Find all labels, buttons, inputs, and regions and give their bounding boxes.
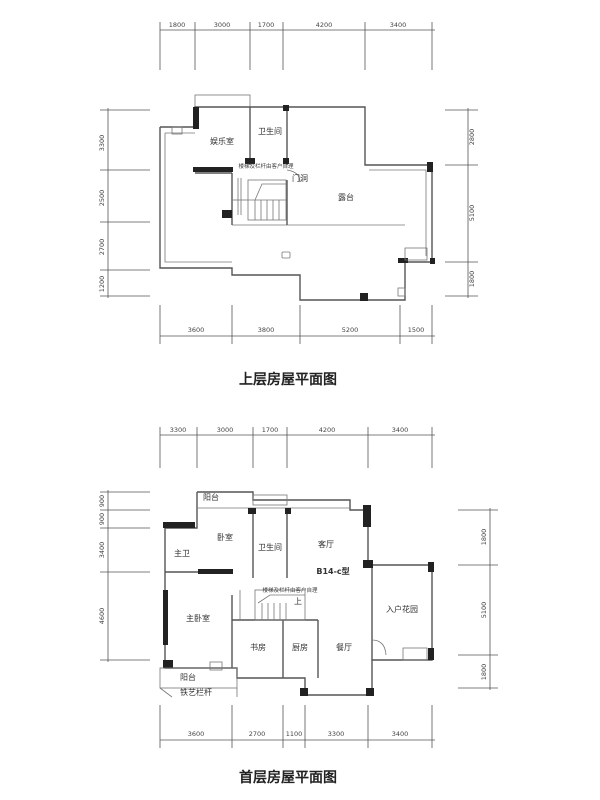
upper-bathroom: 卫生间 [258,126,282,136]
lower-bottom-dimensions: 3600 2700 1100 3300 3400 [159,705,435,748]
upper-left-dim-4: 1200 [98,276,106,293]
lower-bottom-dim-1: 3600 [188,730,205,738]
lower-bottom-dim-5: 3400 [392,730,409,738]
lower-left-dim-1: 900 [98,495,106,507]
upper-bottom-dim-1: 3600 [188,326,205,334]
upper-right-dim-2: 5100 [468,205,476,222]
lower-living-room: 客厅 [318,539,334,549]
upper-left-dim-2: 2500 [98,190,106,207]
lower-kitchen: 厨房 [292,642,308,652]
upper-terrace: 露台 [338,192,354,202]
lower-floor-title: 首层房屋平面图 [239,769,337,786]
lower-entry-garden: 入户花园 [386,604,418,614]
lower-bathroom: 卫生间 [258,542,282,552]
lower-top-dim-4: 4200 [319,426,336,434]
upper-walls [159,94,435,301]
lower-bedroom: 卧室 [217,532,233,542]
lower-master-bath: 主卫 [174,548,190,558]
upper-left-dim-3: 2700 [98,239,106,256]
upper-left-dimensions: 3300 2500 2700 1200 [98,108,150,298]
lower-top-dim-3: 1700 [262,426,279,434]
lower-study: 书房 [250,642,266,652]
lower-top-dim-1: 3300 [170,426,187,434]
lower-balcony-top: 阳台 [203,492,219,502]
upper-right-dim-1: 2800 [468,129,476,146]
upper-top-dim-1: 1800 [169,21,186,29]
lower-iron-railing: 铁艺栏杆 [180,687,212,697]
lower-up-label: 上 [294,597,302,606]
lower-right-dimensions: 1800 5100 1800 [458,508,498,690]
lower-right-dim-1: 1800 [480,529,488,546]
lower-right-dim-3: 1800 [480,664,488,681]
lower-stair-note: 楼梯及栏杆由客户自理 [262,586,318,594]
upper-stair-note: 楼梯及栏杆由客户自理 [238,162,294,170]
lower-left-dim-2: 900 [98,513,106,525]
upper-floor-title: 上层房屋平面图 [239,371,337,388]
lower-top-dim-5: 3400 [392,426,409,434]
upper-right-dimensions: 2800 5100 1800 [445,108,478,298]
upper-bottom-dimensions: 3600 3800 5200 1500 [159,305,435,344]
upper-bottom-dim-3: 5200 [342,326,359,334]
lower-left-dim-4: 4600 [98,608,106,625]
lower-type-label: B14-c型 [316,566,349,576]
lower-walls [159,491,434,698]
upper-top-dimensions: 1800 3000 1700 4200 3400 [159,21,435,70]
upper-bottom-dim-2: 3800 [258,326,275,334]
lower-balcony-bottom: 阳台 [180,672,196,682]
lower-top-dim-2: 3000 [217,426,234,434]
lower-top-dimensions: 3300 3000 1700 4200 3400 [159,426,435,468]
upper-floor-plan: 1800 3000 1700 4200 3400 3300 2500 2700 … [98,21,478,388]
lower-bottom-dim-4: 3300 [328,730,345,738]
lower-dining-room: 餐厅 [336,643,352,652]
lower-left-dimensions: 900 900 3400 4600 [98,490,150,662]
upper-top-dim-3: 1700 [258,21,275,29]
upper-top-dim-4: 4200 [316,21,333,29]
upper-bottom-dim-4: 1500 [408,326,425,334]
lower-floor-plan: 3300 3000 1700 4200 3400 900 900 3400 46… [98,426,498,786]
lower-left-dim-3: 3400 [98,542,106,559]
lower-master-bedroom: 主卧室 [186,613,210,623]
lower-right-dim-2: 5100 [480,602,488,619]
upper-top-dim-5: 3400 [390,21,407,29]
upper-opening: 门洞 [292,173,308,183]
upper-top-dim-2: 3000 [214,21,231,29]
upper-right-dim-3: 1800 [468,271,476,288]
lower-bottom-dim-2: 2700 [249,730,266,738]
lower-bottom-dim-3: 1100 [286,730,303,738]
upper-entertainment-room: 娱乐室 [210,136,234,146]
upper-left-dim-1: 3300 [98,135,106,152]
